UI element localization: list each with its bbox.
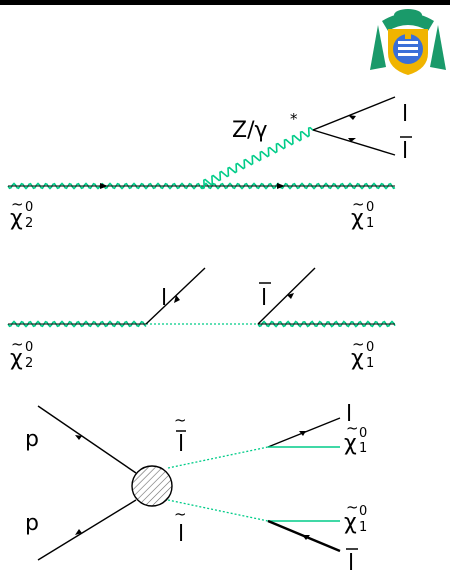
neutralino-tilde-bottom-3: ~ — [346, 498, 359, 516]
neutralino-sup-out-2: 0 — [366, 340, 374, 355]
arrow-marker — [302, 535, 310, 540]
neutralino-tilde-out-2: ~ — [352, 335, 365, 353]
boson-label: Z/γ — [232, 118, 268, 143]
neutralino-tilde-in-2: ~ — [11, 335, 24, 353]
lepton-line-top — [312, 96, 396, 131]
lepton-label-bottom-3: l — [348, 551, 354, 573]
proton-line-top — [37, 405, 137, 474]
proton-label-bottom: p — [25, 511, 39, 536]
proton-label-top: p — [25, 427, 39, 452]
neutralino-sub-in-2: 2 — [25, 356, 33, 371]
arrow-marker — [100, 183, 108, 189]
lepton-label-bottom: l — [402, 139, 408, 164]
slepton-dotted-bottom — [167, 499, 269, 522]
lepton-line-2 — [257, 267, 316, 325]
arrow-marker — [174, 295, 180, 303]
proton-line-bottom — [37, 499, 137, 561]
slepton-tilde-bottom: ~ — [174, 505, 187, 523]
lepton-label-1: l — [161, 286, 167, 311]
neutralino-line-2-right — [257, 320, 396, 328]
neutralino-tilde-top-3: ~ — [346, 419, 359, 437]
top-border — [0, 0, 450, 5]
neutralino-label-bottom-3: χ — [344, 510, 357, 535]
arrow-marker — [287, 293, 294, 299]
lepton-label-2: l — [261, 286, 267, 311]
arrow-marker — [277, 183, 285, 189]
neutralino-label-in: χ — [10, 206, 23, 231]
slepton-label-bottom: l — [178, 522, 184, 547]
arrow-marker — [299, 431, 306, 436]
neutralino-tilde-in: ~ — [11, 195, 24, 213]
lepton-label-top: l — [402, 102, 408, 127]
neutralino-sup-top-3: 0 — [359, 426, 367, 441]
neutralino-sub-top-3: 1 — [359, 441, 367, 456]
neutralino-label-out-2: χ — [351, 346, 364, 371]
arrow-marker — [348, 115, 356, 120]
lepton-line-bottom — [312, 129, 396, 156]
neutralino-sup-out: 0 — [366, 200, 374, 215]
slepton-label-top: l — [178, 432, 184, 457]
boson-line — [199, 126, 314, 190]
neutralino-sub-out-2: 1 — [366, 356, 374, 371]
arrow-marker — [75, 435, 82, 440]
neutralino-tilde-out: ~ — [352, 195, 365, 213]
neutralino-label-in-2: χ — [10, 346, 23, 371]
neutralino-sub-in: 2 — [25, 216, 33, 231]
lepton-label-top-3: l — [346, 402, 352, 427]
neutralino-sup-in: 0 — [25, 200, 33, 215]
boson-label-star: * — [290, 110, 298, 128]
interaction-blob — [131, 465, 173, 507]
university-crest-logo — [370, 9, 446, 75]
neutralino-sup-in-2: 0 — [25, 340, 33, 355]
diagram-1-z-decay: Z/γ * l l ~ χ 0 2 ~ χ 0 1 — [7, 96, 412, 231]
neutralino-label-out: χ — [351, 206, 364, 231]
slepton-tilde-top: ~ — [174, 411, 187, 429]
arrow-marker — [348, 138, 356, 142]
neutralino-sup-bottom-3: 0 — [359, 504, 367, 519]
neutralino-sub-bottom-3: 1 — [359, 520, 367, 535]
lepton-line-1 — [145, 267, 206, 325]
diagram-2-slepton-cascade: l l ~ χ 0 2 ~ χ 0 1 — [7, 267, 396, 371]
neutralino-sub-out: 1 — [366, 216, 374, 231]
arrow-marker — [75, 529, 82, 535]
diagram-3-pp-production: p p ~ l ~ l l ~ χ 0 1 ~ χ 0 1 l — [25, 402, 367, 573]
slepton-dotted-top — [167, 446, 269, 469]
neutralino-label-top-3: χ — [344, 431, 357, 456]
neutralino-line-2-left — [7, 320, 147, 328]
